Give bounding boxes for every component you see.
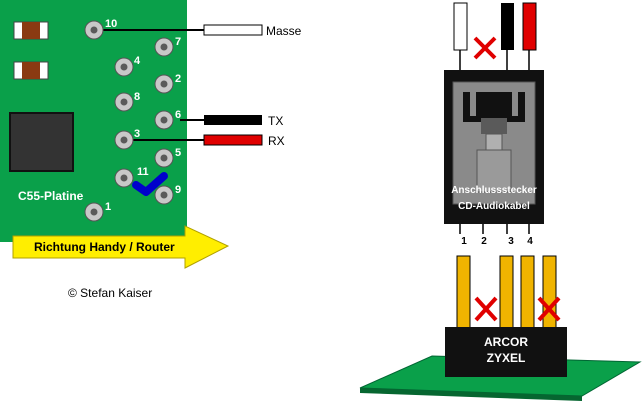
- board-pin: 5: [154, 147, 181, 168]
- header-pin: [456, 255, 471, 331]
- cross-mark: [537, 296, 561, 322]
- connector-label-line1: Anschlussstecker: [451, 185, 537, 196]
- header-pin: [499, 255, 514, 331]
- copyright: © Stefan Kaiser: [68, 286, 152, 300]
- smd-component: [13, 61, 49, 80]
- board-pin-label: 5: [175, 147, 181, 159]
- board-pin: 6: [154, 109, 181, 130]
- cross-mark: [473, 36, 497, 60]
- white-wire: [453, 2, 468, 51]
- board-pin: 7: [154, 36, 181, 57]
- red-wire: [522, 2, 537, 51]
- board-pin: 2: [154, 73, 181, 94]
- board-pin: 10: [84, 18, 117, 40]
- cable-wires: [453, 2, 537, 72]
- board-pin-label: 7: [175, 36, 181, 48]
- arrow-label: Richtung Handy / Router: [34, 240, 175, 254]
- smd-component: [13, 21, 49, 40]
- cross-mark: [474, 296, 498, 322]
- board-pin-label: 2: [175, 73, 181, 85]
- board-pin-label: 8: [134, 91, 140, 103]
- device-label-line1: ARCOR: [484, 335, 528, 349]
- connector-pin-number: 2: [481, 236, 487, 247]
- rx-wire-insulation: [203, 134, 263, 146]
- header-pin: [520, 255, 535, 331]
- cd-audio-connector: Anschlussstecker CD-Audiokabel: [444, 70, 544, 224]
- black-wire: [501, 3, 514, 50]
- masse-wire-insulation: [203, 24, 263, 36]
- board-pin-label: 10: [105, 18, 117, 30]
- tx-wire-insulation: [204, 115, 262, 125]
- board-pin: 9: [154, 184, 181, 205]
- board-name: C55-Platine: [18, 189, 84, 203]
- board-pin-label: 9: [175, 184, 181, 196]
- board-pin-label: 1: [105, 201, 111, 213]
- connector-label-line2: CD-Audiokabel: [458, 201, 530, 212]
- jumper-wire: [132, 172, 168, 196]
- board-pin: 8: [114, 91, 140, 112]
- device-label-line2: ZYXEL: [487, 351, 526, 365]
- board-pin: 11: [114, 166, 149, 188]
- rx-label: RX: [268, 134, 285, 148]
- header-pin: [542, 255, 557, 331]
- board-pin-label: 4: [134, 55, 141, 67]
- chip: [9, 112, 74, 172]
- board-pin: 3: [114, 128, 140, 150]
- tx-label: TX: [268, 114, 283, 128]
- direction-arrow: Richtung Handy / Router: [12, 225, 230, 269]
- masse-label: Masse: [266, 24, 302, 38]
- board-pin-label: 6: [175, 109, 181, 121]
- board-pin-label: 11: [137, 166, 149, 178]
- board-pin: 1: [84, 201, 111, 222]
- device-header: ARCOR ZYXEL: [445, 327, 567, 377]
- connector-pin-number: 4: [527, 236, 533, 247]
- board-pin-label: 3: [134, 128, 140, 140]
- connector-pin-number: 3: [508, 236, 514, 247]
- connector-pin-number: 1: [461, 236, 467, 247]
- board-pin: 4: [114, 55, 141, 77]
